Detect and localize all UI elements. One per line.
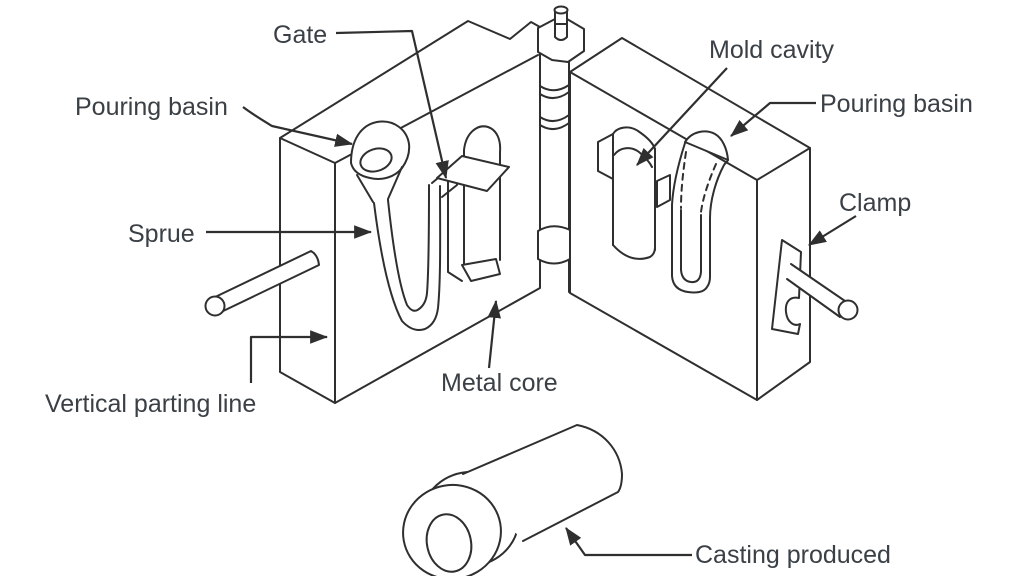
label-pouring-basin-right: Pouring basin bbox=[820, 90, 973, 118]
casting-body bbox=[462, 424, 623, 542]
basin-right-channel-inner bbox=[680, 209, 702, 284]
guide-pin-left bbox=[204, 250, 320, 317]
clamp-bar-end bbox=[837, 299, 859, 321]
core-bottom-bevel bbox=[461, 258, 501, 282]
metal-core-leader-line bbox=[487, 299, 501, 369]
guide-pin-body bbox=[210, 250, 320, 314]
cavity-step bbox=[656, 174, 671, 208]
label-metal-core: Metal core bbox=[441, 369, 558, 397]
sprue-outer-wall bbox=[373, 185, 442, 331]
casting bbox=[402, 424, 623, 576]
clamp-assembly bbox=[771, 239, 859, 335]
basin-right-funnel-outer bbox=[671, 142, 729, 294]
hinge-assembly bbox=[537, 5, 585, 293]
cavity-outer-arc bbox=[612, 126, 656, 150]
right-mold-half bbox=[569, 37, 859, 401]
label-casting-produced: Casting produced bbox=[695, 541, 891, 569]
basin-right-hidden-right bbox=[700, 163, 717, 213]
hinge-knuckle-arcs bbox=[539, 84, 570, 130]
gate-step bbox=[431, 155, 510, 198]
casting-hole bbox=[425, 513, 473, 573]
label-gate: Gate bbox=[273, 21, 327, 49]
label-sprue: Sprue bbox=[128, 220, 195, 248]
label-vertical-parting-line: Vertical parting line bbox=[45, 390, 256, 418]
hinge-pin-top bbox=[553, 5, 569, 15]
leader-lines bbox=[206, 29, 857, 557]
vertical-parting-line-leader-line bbox=[249, 330, 329, 383]
core-cavity-back-edge bbox=[447, 179, 463, 282]
gate-leader-line bbox=[335, 29, 449, 180]
basin-right-hidden-left bbox=[680, 151, 687, 209]
right-block-corner-edge bbox=[756, 147, 811, 181]
core-body bbox=[463, 125, 502, 267]
basin-right-rim bbox=[684, 130, 729, 161]
hinge-collar bbox=[537, 18, 585, 63]
labels: Gate Pouring basin Sprue Vertical partin… bbox=[45, 21, 973, 569]
clamp-plate bbox=[771, 239, 802, 335]
pouring-basin-left-leader-line bbox=[242, 106, 354, 147]
hinge-pin bbox=[537, 5, 585, 63]
sprue-inner-wall bbox=[387, 184, 430, 312]
hinge-lower-knuckle bbox=[537, 225, 571, 265]
label-mold-cavity: Mold cavity bbox=[709, 36, 835, 64]
basin-left-taper bbox=[356, 166, 403, 203]
basin-left-opening bbox=[359, 147, 393, 173]
label-pouring-basin-left: Pouring basin bbox=[75, 93, 228, 121]
mold-cavity-leader-line bbox=[636, 67, 728, 166]
pouring-basin-right-shape bbox=[671, 130, 729, 294]
left-mold-half bbox=[204, 20, 541, 404]
basin-left-rim bbox=[350, 120, 411, 180]
pouring-basin-left-shape bbox=[350, 120, 411, 203]
casting-produced-leader-line bbox=[565, 527, 692, 557]
label-clamp: Clamp bbox=[839, 189, 911, 217]
cavity-tab bbox=[597, 133, 614, 180]
clamp-leader-line bbox=[808, 215, 857, 246]
gate-runner-band bbox=[436, 155, 510, 192]
sprue-channel bbox=[373, 184, 442, 331]
guide-pin-end bbox=[204, 295, 226, 317]
pouring-basin-right-leader-line bbox=[730, 101, 816, 137]
